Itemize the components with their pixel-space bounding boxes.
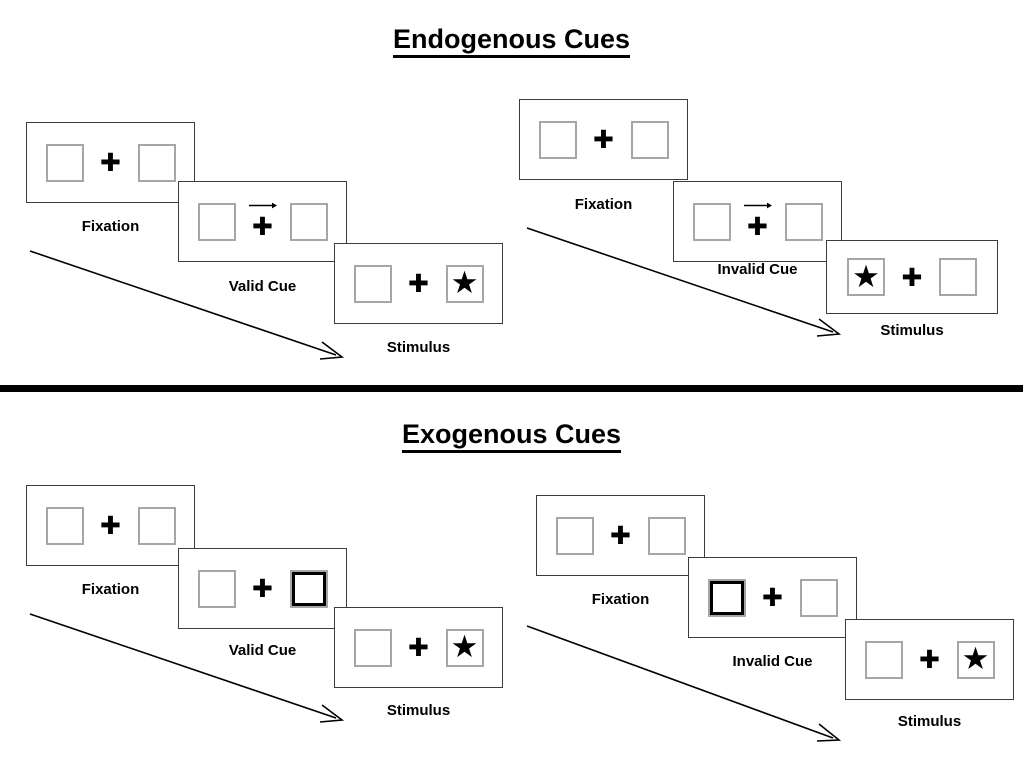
stimulus-box-right — [630, 120, 669, 159]
target-star-icon: ★ — [852, 258, 880, 294]
arrow-right-cue-icon — [248, 202, 277, 208]
panel-content: ✚ ★ — [335, 608, 502, 687]
stimulus-box-left — [45, 143, 84, 182]
stimulus-box-right — [784, 202, 823, 241]
time-arrow-exogenous-invalid — [526, 625, 842, 742]
fixation-cross-icon: ✚ — [610, 521, 631, 550]
center-slot: ✚ — [731, 200, 785, 244]
stimulus-box-right — [799, 578, 838, 617]
panel-content: ✚ — [27, 486, 194, 565]
panel-endogenous-valid-fixation: ✚ — [26, 122, 195, 203]
panel-exogenous-invalid-cue: ✚ — [688, 557, 857, 638]
fixation-cross-icon: ✚ — [100, 148, 121, 177]
stage-label-fixation: Fixation — [81, 218, 140, 235]
stimulus-box-right: ★ — [445, 628, 484, 667]
center-slot: ✚ — [236, 200, 290, 244]
fixation-cross-icon: ✚ — [408, 269, 429, 298]
panel-content: ✚ ★ — [335, 244, 502, 323]
section-title-endogenous: Endogenous Cues — [0, 24, 1023, 58]
stimulus-box-left — [353, 628, 392, 667]
fixation-cross-icon: ✚ — [100, 511, 121, 540]
arrow-right-cue-icon — [743, 202, 772, 208]
panel-content: ✚ — [27, 123, 194, 202]
stimulus-box-right: ★ — [445, 264, 484, 303]
stage-label-stimulus: Stimulus — [386, 702, 451, 719]
panel-content: ✚ — [537, 496, 704, 575]
fixation-cross-icon: ✚ — [593, 125, 614, 154]
section-divider — [0, 385, 1023, 392]
fixation-cross-icon: ✚ — [762, 583, 783, 612]
stage-label-valid-cue: Valid Cue — [228, 278, 297, 295]
panel-endogenous-invalid-stimulus: ★ ✚ — [826, 240, 998, 314]
stimulus-box-left — [864, 640, 903, 679]
panel-endogenous-valid-cue: ✚ — [178, 181, 347, 262]
section-title-exogenous: Exogenous Cues — [0, 419, 1023, 453]
center-slot: ✚ — [577, 118, 631, 162]
panel-exogenous-valid-fixation: ✚ — [26, 485, 195, 566]
stage-label-stimulus: Stimulus — [880, 322, 944, 339]
panel-content: ✚ — [674, 182, 841, 261]
target-star-icon: ★ — [961, 641, 990, 676]
fixation-cross-icon: ✚ — [408, 633, 429, 662]
stimulus-box-right — [289, 202, 328, 241]
time-arrow-endogenous-valid — [29, 250, 345, 360]
stimulus-box-left: ★ — [847, 258, 885, 296]
stimulus-box-left — [692, 202, 731, 241]
stage-label-fixation: Fixation — [81, 581, 140, 598]
stimulus-box-right — [647, 516, 686, 555]
section-title-exogenous-text: Exogenous Cues — [401, 419, 622, 453]
stimulus-box-left — [45, 506, 84, 545]
target-star-icon: ★ — [450, 629, 479, 664]
center-slot: ✚ — [885, 255, 939, 299]
stimulus-box-left — [538, 120, 577, 159]
panel-exogenous-invalid-stimulus: ✚ ★ — [845, 619, 1014, 700]
center-slot: ✚ — [594, 514, 648, 558]
center-slot: ✚ — [236, 567, 290, 611]
stage-label-valid-cue: Valid Cue — [228, 642, 297, 659]
panel-exogenous-valid-stimulus: ✚ ★ — [334, 607, 503, 688]
panel-endogenous-valid-stimulus: ✚ ★ — [334, 243, 503, 324]
stage-label-fixation: Fixation — [574, 196, 633, 213]
stage-label-stimulus: Stimulus — [897, 713, 962, 730]
panel-content: ★ ✚ — [827, 241, 997, 313]
panel-content: ✚ — [179, 549, 346, 628]
fixation-cross-icon: ✚ — [252, 574, 273, 603]
stimulus-box-right: ★ — [956, 640, 995, 679]
fixation-cross-icon: ✚ — [747, 212, 768, 241]
stimulus-box-left — [353, 264, 392, 303]
stage-label-fixation: Fixation — [591, 591, 650, 608]
stimulus-box-right — [137, 506, 176, 545]
center-slot: ✚ — [903, 638, 957, 682]
stimulus-box-left — [197, 202, 236, 241]
stage-label-stimulus: Stimulus — [386, 339, 451, 356]
panel-content: ✚ — [689, 558, 856, 637]
stimulus-box-right-cued — [289, 569, 328, 608]
stimulus-box-left — [555, 516, 594, 555]
panel-exogenous-valid-cue: ✚ — [178, 548, 347, 629]
stage-label-invalid-cue: Invalid Cue — [717, 261, 798, 278]
target-star-icon: ★ — [450, 265, 479, 300]
panel-endogenous-invalid-fixation: ✚ — [519, 99, 688, 180]
stimulus-box-right — [137, 143, 176, 182]
stage-label-invalid-cue: Invalid Cue — [732, 653, 813, 670]
panel-content: ✚ — [520, 100, 687, 179]
panel-content: ✚ ★ — [846, 620, 1013, 699]
panel-content: ✚ — [179, 182, 346, 261]
panel-endogenous-invalid-cue: ✚ — [673, 181, 842, 262]
fixation-cross-icon: ✚ — [919, 645, 940, 674]
center-slot: ✚ — [84, 141, 138, 185]
stimulus-box-left — [197, 569, 236, 608]
fixation-cross-icon: ✚ — [901, 262, 923, 292]
center-slot: ✚ — [392, 262, 446, 306]
panel-exogenous-invalid-fixation: ✚ — [536, 495, 705, 576]
fixation-cross-icon: ✚ — [252, 212, 273, 241]
stimulus-box-left-cued — [707, 578, 746, 617]
section-title-endogenous-text: Endogenous Cues — [392, 24, 630, 58]
center-slot: ✚ — [84, 504, 138, 548]
center-slot: ✚ — [392, 626, 446, 670]
center-slot: ✚ — [746, 576, 800, 620]
stimulus-box-right — [939, 258, 977, 296]
